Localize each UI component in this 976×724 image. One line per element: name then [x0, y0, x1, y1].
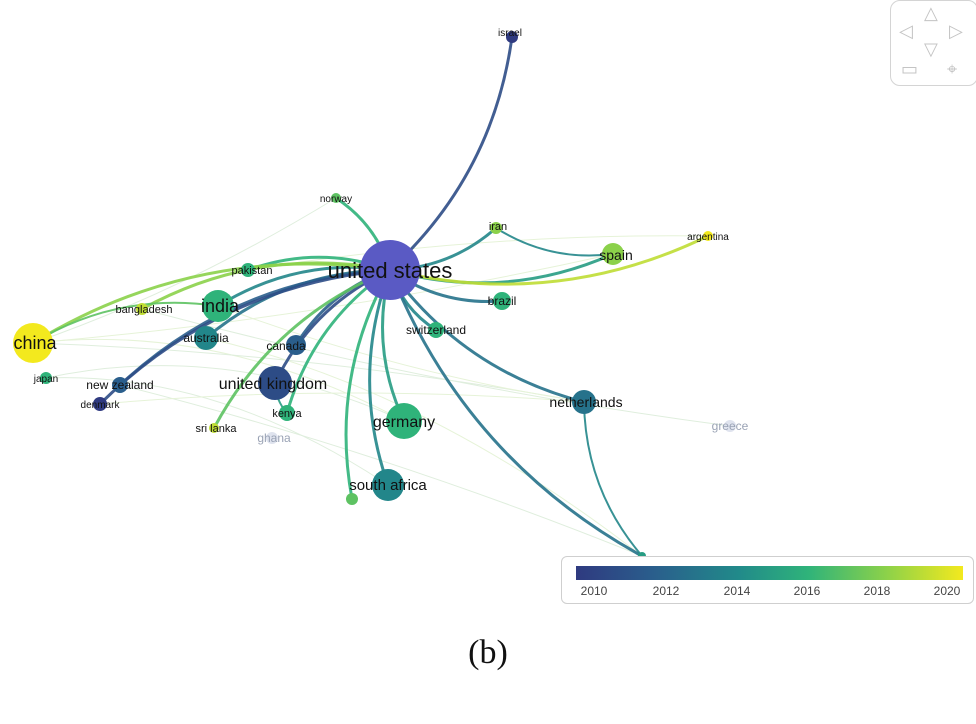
- label-pakistan: pakistan: [232, 265, 273, 277]
- label-greece: greece: [712, 419, 749, 433]
- link-us-bottom: [388, 269, 643, 558]
- faint-link: [141, 308, 731, 427]
- pan-right-icon[interactable]: ▷: [949, 21, 963, 42]
- label-canada: canada: [266, 339, 306, 353]
- node-southafrica[interactable]: [372, 469, 404, 501]
- node-norway[interactable]: [331, 193, 341, 203]
- label-india: india: [201, 296, 240, 316]
- navigation-control: △ ◁ ▷ ▽ ▭ ⌖: [890, 0, 976, 86]
- label-newzealand: new zealand: [86, 378, 153, 392]
- legend-tick: 2016: [793, 584, 821, 598]
- node-greece[interactable]: [724, 420, 736, 432]
- faint-link: [45, 377, 389, 486]
- zoom-out-icon[interactable]: ▭: [901, 59, 919, 80]
- legend-tick: 2012: [652, 584, 680, 598]
- link-us-netherlands: [388, 269, 585, 404]
- label-iran: iran: [489, 221, 507, 233]
- faint-link: [32, 338, 405, 422]
- link-us-china: [32, 262, 391, 345]
- label-us: united states: [328, 258, 453, 283]
- pan-up-icon[interactable]: △: [924, 3, 938, 24]
- node-newzealand[interactable]: [112, 377, 128, 393]
- network-map: united states israel norway iran argentina sp…: [13, 28, 749, 560]
- link-us-israel: [388, 36, 514, 272]
- link-layer: [32, 36, 709, 558]
- label-argentina: argentina: [687, 232, 729, 243]
- label-denmark: denmark: [81, 400, 121, 411]
- zoom-reset-icon[interactable]: ⌖: [947, 59, 958, 80]
- legend-tick: 2018: [863, 584, 891, 598]
- link-netherlands-bottom: [583, 401, 643, 557]
- node-srilanka[interactable]: [209, 423, 219, 433]
- node-kenya[interactable]: [279, 405, 295, 421]
- label-china: china: [13, 333, 57, 353]
- legend-tick: 2010: [580, 584, 608, 598]
- link-us-sa2: [344, 269, 392, 500]
- link-india-china: [32, 301, 219, 344]
- pan-down-icon[interactable]: ▽: [924, 39, 938, 60]
- node-china[interactable]: [13, 323, 53, 363]
- link-iran-spain: [495, 227, 614, 257]
- faint-link: [45, 365, 405, 422]
- faint-link: [217, 305, 585, 403]
- node-israel[interactable]: [506, 31, 518, 43]
- node-canada[interactable]: [286, 335, 306, 355]
- node-brazil[interactable]: [493, 292, 511, 310]
- node-us[interactable]: [360, 240, 420, 300]
- node-bangladesh[interactable]: [136, 303, 148, 315]
- figure-caption: (b): [468, 634, 508, 671]
- node-pakistan[interactable]: [241, 263, 255, 277]
- faint-link: [99, 392, 585, 405]
- year-color-legend: 2010 2012 2014 2016 2018 2020: [561, 556, 974, 604]
- node-argentina[interactable]: [703, 231, 713, 241]
- node-uk[interactable]: [258, 366, 292, 400]
- label-japan: japan: [33, 374, 58, 385]
- label-brazil: brazil: [488, 294, 517, 308]
- node-netherlands[interactable]: [572, 390, 596, 414]
- node-germany[interactable]: [386, 403, 422, 439]
- label-bangladesh: bangladesh: [116, 304, 173, 316]
- label-israel: israel: [498, 28, 522, 39]
- label-ghana: ghana: [257, 431, 291, 445]
- label-norway: norway: [320, 194, 352, 205]
- label-switzerland: switzerland: [406, 323, 466, 337]
- node-iran[interactable]: [490, 222, 502, 234]
- node-ghana[interactable]: [266, 432, 278, 444]
- label-layer: united states israel norway iran argentina sp…: [13, 28, 748, 494]
- label-uk: united kingdom: [219, 376, 328, 393]
- legend-tick: 2020: [933, 584, 961, 598]
- legend-tick: 2014: [723, 584, 751, 598]
- node-spain[interactable]: [602, 243, 624, 265]
- node-layer: [13, 31, 736, 560]
- label-srilanka: sri lanka: [196, 423, 238, 435]
- label-germany: germany: [373, 414, 435, 431]
- pan-left-icon[interactable]: ◁: [899, 21, 913, 42]
- label-spain: spain: [599, 247, 632, 263]
- label-kenya: kenya: [272, 408, 302, 420]
- label-netherlands: netherlands: [549, 394, 622, 410]
- link-us-argentina: [389, 234, 709, 286]
- label-southafrica: south africa: [349, 477, 427, 494]
- label-australia: australia: [183, 331, 229, 345]
- node-switzerland[interactable]: [428, 322, 444, 338]
- node-sa2[interactable]: [346, 493, 358, 505]
- node-india[interactable]: [202, 290, 234, 322]
- node-denmark[interactable]: [93, 397, 107, 411]
- node-japan[interactable]: [40, 372, 52, 384]
- node-australia[interactable]: [194, 326, 218, 350]
- legend-gradient-bar: [576, 566, 963, 580]
- link-us-srilanka: [212, 268, 391, 429]
- faint-link: [32, 253, 614, 344]
